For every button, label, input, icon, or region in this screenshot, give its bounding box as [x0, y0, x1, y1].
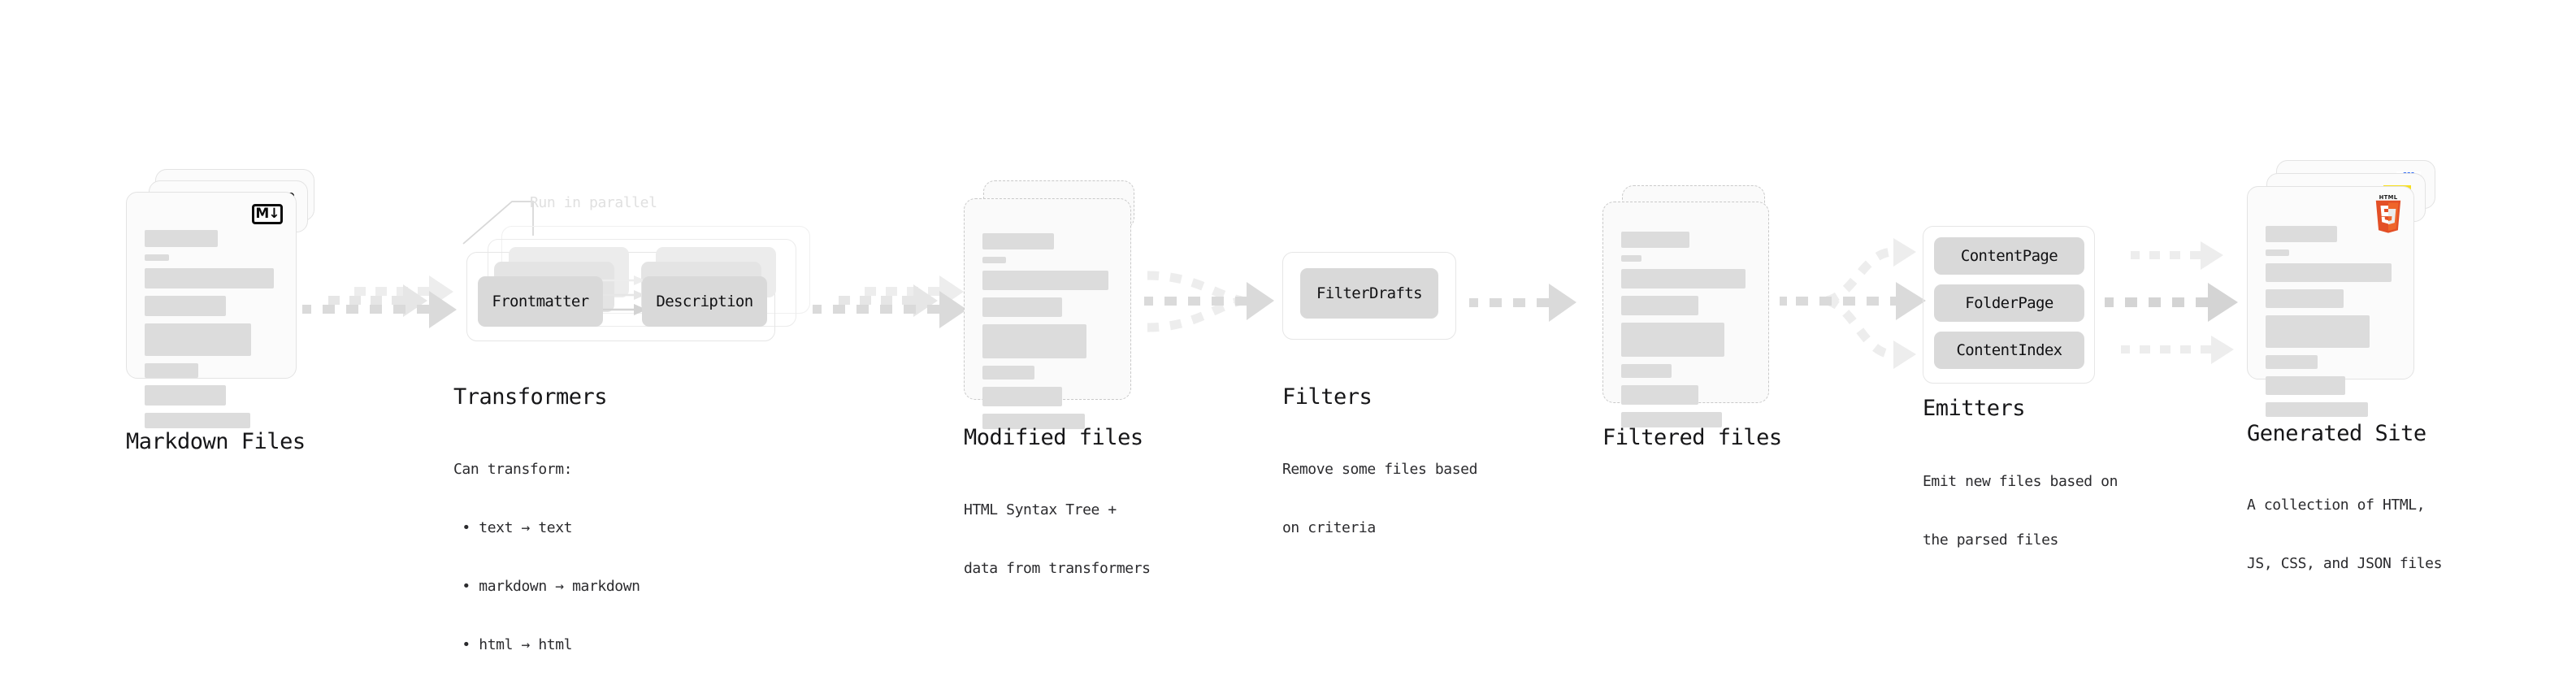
skeleton-bar [982, 387, 1062, 406]
skeleton-bar [2266, 355, 2318, 369]
skeleton-bar [145, 254, 169, 261]
connector-emitters-to-site [2105, 241, 2238, 364]
skeleton-bar [145, 296, 227, 316]
skeleton-bar [2266, 315, 2370, 348]
transformer-chip-frontmatter[interactable]: Frontmatter [478, 276, 603, 327]
connector-markdown-to-transformers [302, 275, 457, 328]
generated-file-card-html[interactable]: HTML [2247, 186, 2414, 417]
skeleton-bar [2266, 226, 2337, 242]
emitter-chip-label: ContentIndex [1956, 341, 2062, 359]
connector-filtered-to-emitters [1780, 238, 1926, 369]
skeleton-bar [1621, 412, 1723, 427]
caption-line: Emit new files based on [1923, 473, 2118, 490]
caption-line: • markdown → markdown [453, 578, 640, 595]
skeleton-bar [982, 257, 1006, 263]
stage-caption-emitters: Emit new files based on the parsed files [1923, 433, 2118, 589]
skeleton-bar [982, 366, 1034, 380]
caption-line: A collection of HTML, [2247, 497, 2426, 514]
stage-caption-transformers: Can transform: • text → text • markdown … [453, 421, 640, 694]
skeleton-bar [2266, 402, 2369, 417]
markdown-file-card-front[interactable]: M↓ [126, 192, 297, 428]
skeleton-bar [1621, 232, 1690, 248]
skeleton-bar [982, 271, 1109, 290]
stage-title-markdown-files: Markdown Files [126, 429, 306, 454]
caption-line: Can transform: [453, 461, 573, 478]
skeleton-bar [2266, 376, 2345, 395]
skeleton-bar [145, 413, 250, 428]
skeleton-bar [2266, 289, 2344, 308]
skeleton-bar [1621, 364, 1672, 378]
stage-caption-filters: Remove some files based on criteria [1282, 421, 1477, 577]
connector-transformers-to-modified [813, 275, 967, 328]
caption-line: on criteria [1282, 519, 1376, 536]
stage-caption-modified-files: HTML Syntax Tree + data from transformer… [964, 462, 1151, 618]
connector-modified-to-filters [1144, 271, 1274, 332]
stage-caption-generated-site: A collection of HTML, JS, CSS, and JSON … [2247, 457, 2442, 613]
filter-chip-label: FilterDrafts [1316, 284, 1423, 302]
emitter-chip-contentpage[interactable]: ContentPage [1934, 237, 2084, 275]
skeleton-bar [145, 230, 219, 247]
emitters-group-box [1923, 226, 2095, 384]
transformer-chip-label: Frontmatter [492, 293, 589, 310]
caption-line: HTML Syntax Tree + [964, 501, 1117, 518]
emitter-chip-folderpage[interactable]: FolderPage [1934, 284, 2084, 322]
modified-file-skeleton [982, 233, 1112, 436]
skeleton-bar [982, 297, 1062, 317]
skeleton-bar [1621, 269, 1746, 288]
modified-file-card-front[interactable] [964, 198, 1131, 429]
filtered-file-skeleton [1621, 232, 1750, 435]
stage-title-filtered-files: Filtered files [1602, 425, 1782, 450]
skeleton-bar [2266, 263, 2392, 282]
skeleton-bar [982, 233, 1054, 249]
skeleton-bar [1621, 296, 1699, 315]
stage-title-filters: Filters [1282, 384, 1373, 410]
stage-title-modified-files: Modified files [964, 425, 1143, 450]
skeleton-bar [2266, 249, 2289, 256]
stage-title-generated-site: Generated Site [2247, 421, 2426, 446]
stage-title-emitters: Emitters [1923, 396, 2026, 421]
run-in-parallel-leader-line [462, 201, 534, 245]
stage-title-transformers: Transformers [453, 384, 608, 410]
transformer-chip-label: Description [656, 293, 753, 310]
skeleton-bar [1621, 385, 1699, 405]
skeleton-bar [145, 323, 252, 356]
filters-group-box [1282, 252, 1456, 340]
emitter-chip-label: FolderPage [1965, 294, 2053, 312]
caption-line: • text → text [453, 519, 573, 536]
connector-filters-to-filtered [1469, 284, 1576, 322]
caption-line: • html → html [453, 636, 573, 653]
skeleton-bar [982, 414, 1086, 429]
caption-line: JS, CSS, and JSON files [2247, 555, 2443, 572]
skeleton-bar [1621, 323, 1725, 357]
svg-text:HTML: HTML [2379, 194, 2398, 201]
skeleton-bar [982, 324, 1086, 358]
filtered-file-card-front[interactable] [1602, 202, 1769, 427]
skeleton-bar [145, 268, 275, 288]
markdown-badge: M↓ [252, 204, 283, 224]
caption-line: Remove some files based [1282, 461, 1478, 478]
generated-file-skeleton [2266, 226, 2396, 424]
markdown-file-skeleton [145, 230, 278, 436]
caption-line: data from transformers [964, 560, 1151, 577]
skeleton-bar [145, 363, 198, 378]
emitter-chip-label: ContentPage [1960, 247, 2058, 265]
transformer-inner-arrows [597, 275, 647, 315]
skeleton-bar [1621, 255, 1642, 262]
html5-icon: HTML [2375, 194, 2401, 233]
transformer-chip-description[interactable]: Description [642, 276, 767, 327]
emitter-chip-contentindex[interactable]: ContentIndex [1934, 332, 2084, 369]
skeleton-bar [145, 385, 227, 406]
html5-badge: HTML [2373, 194, 2404, 233]
filter-chip-filterdrafts[interactable]: FilterDrafts [1300, 268, 1438, 319]
caption-line: the parsed files [1923, 531, 2058, 549]
run-in-parallel-label: Run in parallel [530, 194, 657, 211]
